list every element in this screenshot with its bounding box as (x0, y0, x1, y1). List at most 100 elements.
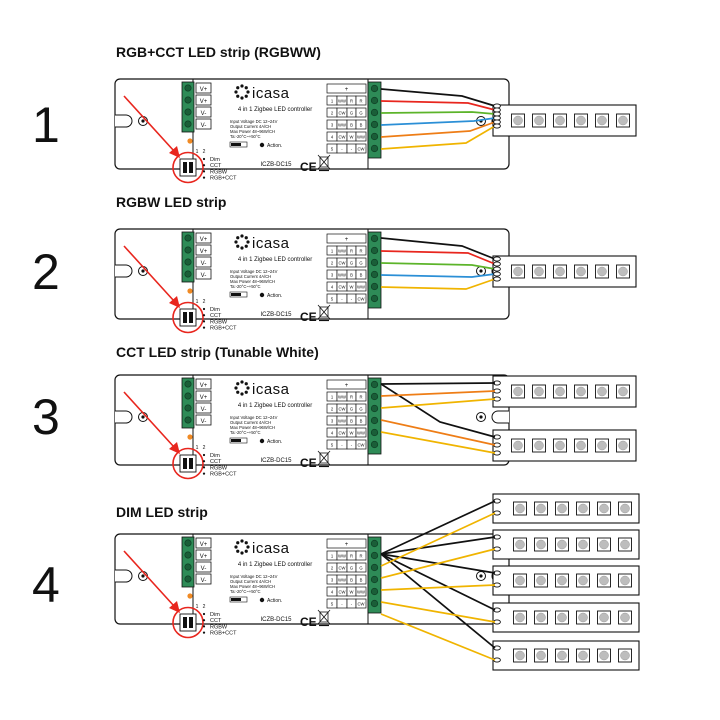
output-terminal-screw (370, 539, 379, 548)
led-chip-lens (618, 440, 628, 451)
led-chip-lens (599, 539, 609, 550)
logo-dot (236, 94, 240, 98)
dip-mode-bullet (202, 619, 206, 622)
output-terminal-label: CW (339, 590, 346, 595)
red-arrow-head (169, 442, 180, 454)
logo-dot (240, 539, 244, 543)
output-terminal-label: WW (338, 395, 346, 400)
mount-slot-left (115, 264, 133, 278)
model-number: ICZB-DC15 (260, 312, 292, 318)
section-number-2: 2 (32, 244, 60, 300)
output-terminal-label: CW (358, 297, 365, 302)
output-label-cell (355, 119, 367, 130)
led-chip-lens (597, 266, 607, 277)
solder-pad (493, 645, 501, 651)
output-label-cell (355, 281, 367, 292)
input-terminal-label-box (195, 244, 212, 256)
logo-dot (234, 90, 238, 94)
logo-dot (240, 246, 244, 250)
output-terminal-screw (370, 575, 379, 584)
input-terminal-block (181, 377, 195, 429)
dip-mode-bullet (202, 307, 206, 311)
wire-yellow (380, 613, 496, 661)
input-terminal-block (181, 81, 195, 133)
controller-subtitle: 4 in 1 Zigbee LED controller (238, 257, 312, 263)
input-terminal-screw (184, 108, 192, 116)
input-terminal-label: V+ (200, 249, 208, 255)
dip-mode-label: RGB+CCT (210, 326, 237, 332)
wire-positive (380, 553, 496, 649)
wire-yellow (380, 601, 496, 623)
input-terminal-label-box (195, 378, 212, 390)
output-label-cell (355, 403, 367, 414)
output-terminal-label: CW (339, 261, 346, 266)
screw-hole-left-center (141, 119, 145, 123)
output-terminal-screw (370, 108, 379, 117)
dip-mode-label: RGBW (210, 624, 228, 630)
output-terminal-label: CW (339, 407, 346, 412)
section-number-1: 1 (32, 97, 60, 153)
wire-yellow (380, 398, 496, 409)
logo-dot (244, 390, 248, 394)
wire-positive (380, 553, 496, 611)
wire-green (380, 111, 496, 115)
wire-green (380, 262, 496, 270)
spec-line: Input Voltage DC 12~24V (230, 119, 278, 124)
brand-name: icasa (252, 85, 290, 102)
output-label-cell (355, 550, 367, 561)
output-terminal-screw (370, 599, 379, 608)
output-terminal-label: R (359, 395, 362, 400)
output-terminal-label: - (351, 147, 353, 152)
led-chip-lens (557, 539, 567, 550)
output-terminal-label: - (341, 443, 343, 448)
output-terminal-label: B (350, 123, 353, 128)
output-terminal-label: B (360, 123, 363, 128)
output-terminal-label: CW (339, 111, 346, 116)
red-arrow-line (123, 95, 175, 152)
led-chip-lens (620, 612, 630, 623)
output-terminal-label: WW (357, 135, 365, 140)
dip-mode-bullet (202, 466, 206, 469)
led-strip (492, 493, 640, 524)
spec-line: Output Current 4A/CH (230, 420, 271, 425)
output-terminal-screw (370, 84, 379, 93)
input-terminal-label-box (195, 106, 212, 118)
dip-mode-bullet (202, 164, 206, 167)
input-terminal-label: V- (201, 111, 207, 117)
input-terminal-label: V+ (200, 554, 208, 560)
input-terminal-label: V- (201, 578, 207, 584)
dip-lever-1 (183, 458, 187, 469)
output-terminal-label: W (350, 135, 354, 140)
led-chip-lens (534, 266, 544, 277)
output-terminal-label: - (351, 297, 353, 302)
output-terminal-label: WW (357, 431, 365, 436)
dip-mode-bullet (202, 314, 206, 317)
spec-line: Output Current 4A/CH (230, 124, 271, 129)
output-terminal-label: G (359, 111, 362, 116)
logo-dot (246, 386, 250, 390)
dip-mode-label: CCT (210, 459, 222, 465)
ce-mark: CE (300, 615, 317, 629)
output-terminal-label: 4 (331, 431, 334, 436)
dip-number: 2 (203, 299, 206, 305)
spec-line: Output Current 4A/CH (230, 579, 271, 584)
led-strip (492, 255, 637, 288)
led-chip-lens (513, 440, 523, 451)
led-chip-lens (599, 650, 609, 661)
output-terminal-label: G (350, 111, 353, 116)
output-label-cell (355, 95, 367, 106)
output-label-cell (355, 143, 367, 154)
dip-mode-bullet (202, 176, 206, 179)
dip-mode-bullet (202, 612, 206, 616)
bin-cross-2 (317, 304, 331, 320)
output-terminal-label: R (359, 554, 362, 559)
input-terminal-label-box (195, 561, 212, 573)
ce-mark: CE (300, 456, 317, 470)
led-chip-lens (578, 575, 588, 586)
output-terminal-label: B (360, 578, 363, 583)
logo-dot (236, 549, 240, 553)
input-terminal-label-box (195, 414, 212, 426)
wire-positive (380, 536, 496, 555)
led-strip (492, 529, 640, 560)
output-terminal-label: R (350, 395, 353, 400)
